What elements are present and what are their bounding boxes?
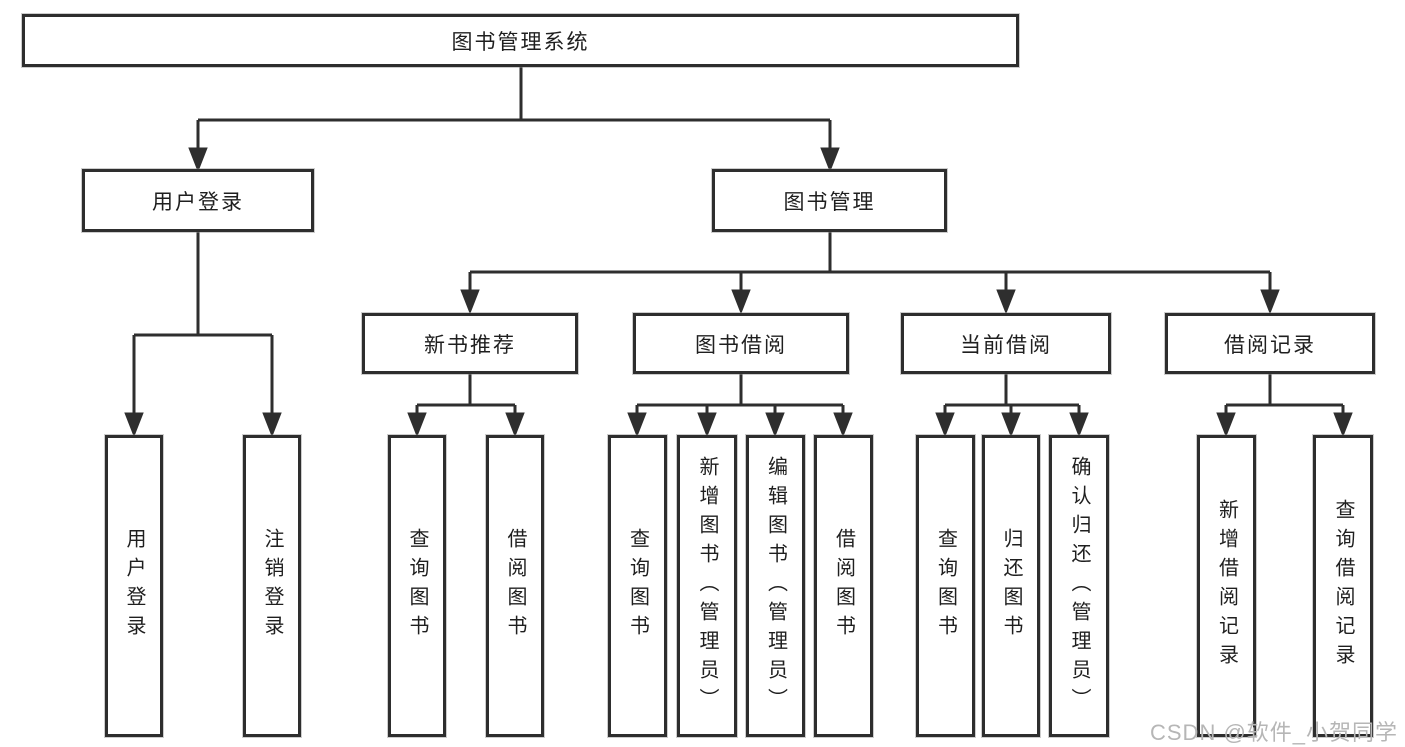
node-library-system: 图书管理系统 <box>22 14 1019 67</box>
leaf-return-books: 归还图书 <box>982 435 1040 737</box>
leaf-query-books-2: 查询图书 <box>608 435 667 737</box>
node-label: 查询图书 <box>406 528 428 644</box>
node-label: 查询图书 <box>626 528 649 644</box>
watermark: CSDN @软件_小贺同学 <box>1150 720 1399 745</box>
leaf-borrow-books-2: 借阅图书 <box>814 435 873 737</box>
leaf-add-books-admin: 新增图书（管理员） <box>677 435 737 737</box>
leaf-confirm-return-admin: 确认归还（管理员） <box>1049 435 1109 737</box>
node-label: 借阅图书 <box>832 528 855 644</box>
node-label: 查询借阅记录 <box>1332 499 1354 673</box>
node-borrowing-records: 借阅记录 <box>1165 313 1375 374</box>
node-label: 用户登录 <box>152 190 244 214</box>
node-label: 确认归还（管理员） <box>1068 455 1090 717</box>
leaf-query-books-3: 查询图书 <box>916 435 975 737</box>
leaf-borrow-books-1: 借阅图书 <box>486 435 544 737</box>
node-label: 图书借阅 <box>695 333 787 357</box>
node-label: 查询图书 <box>934 528 957 644</box>
node-label: 图书管理系统 <box>451 30 590 54</box>
node-label: 新增借阅记录 <box>1215 499 1238 673</box>
node-book-management: 图书管理 <box>712 169 947 232</box>
node-new-book-recommendation: 新书推荐 <box>362 313 578 374</box>
node-current-borrowing: 当前借阅 <box>901 313 1111 374</box>
leaf-user-login: 用户登录 <box>105 435 163 737</box>
tree-edges <box>132 67 1345 415</box>
node-label: 借阅记录 <box>1224 333 1316 357</box>
leaf-query-borrow-record: 查询借阅记录 <box>1313 435 1373 737</box>
node-label: 新书推荐 <box>424 333 516 357</box>
node-label: 图书管理 <box>783 190 876 214</box>
node-label: 编辑图书（管理员） <box>764 455 787 717</box>
arrowhead-icons <box>124 147 1353 438</box>
node-label: 新增图书（管理员） <box>696 455 718 717</box>
node-label: 借阅图书 <box>504 528 526 644</box>
leaf-add-borrow-record: 新增借阅记录 <box>1197 435 1256 737</box>
node-user-login: 用户登录 <box>82 169 314 232</box>
node-label: 当前借阅 <box>960 333 1052 357</box>
leaf-edit-books-admin: 编辑图书（管理员） <box>746 435 805 737</box>
leaf-logout: 注销登录 <box>243 435 301 737</box>
node-book-borrowing: 图书借阅 <box>633 313 849 374</box>
leaf-query-books-1: 查询图书 <box>388 435 446 737</box>
node-label: 用户登录 <box>123 528 145 644</box>
node-label: 归还图书 <box>1000 528 1022 644</box>
node-label: 注销登录 <box>261 528 283 644</box>
